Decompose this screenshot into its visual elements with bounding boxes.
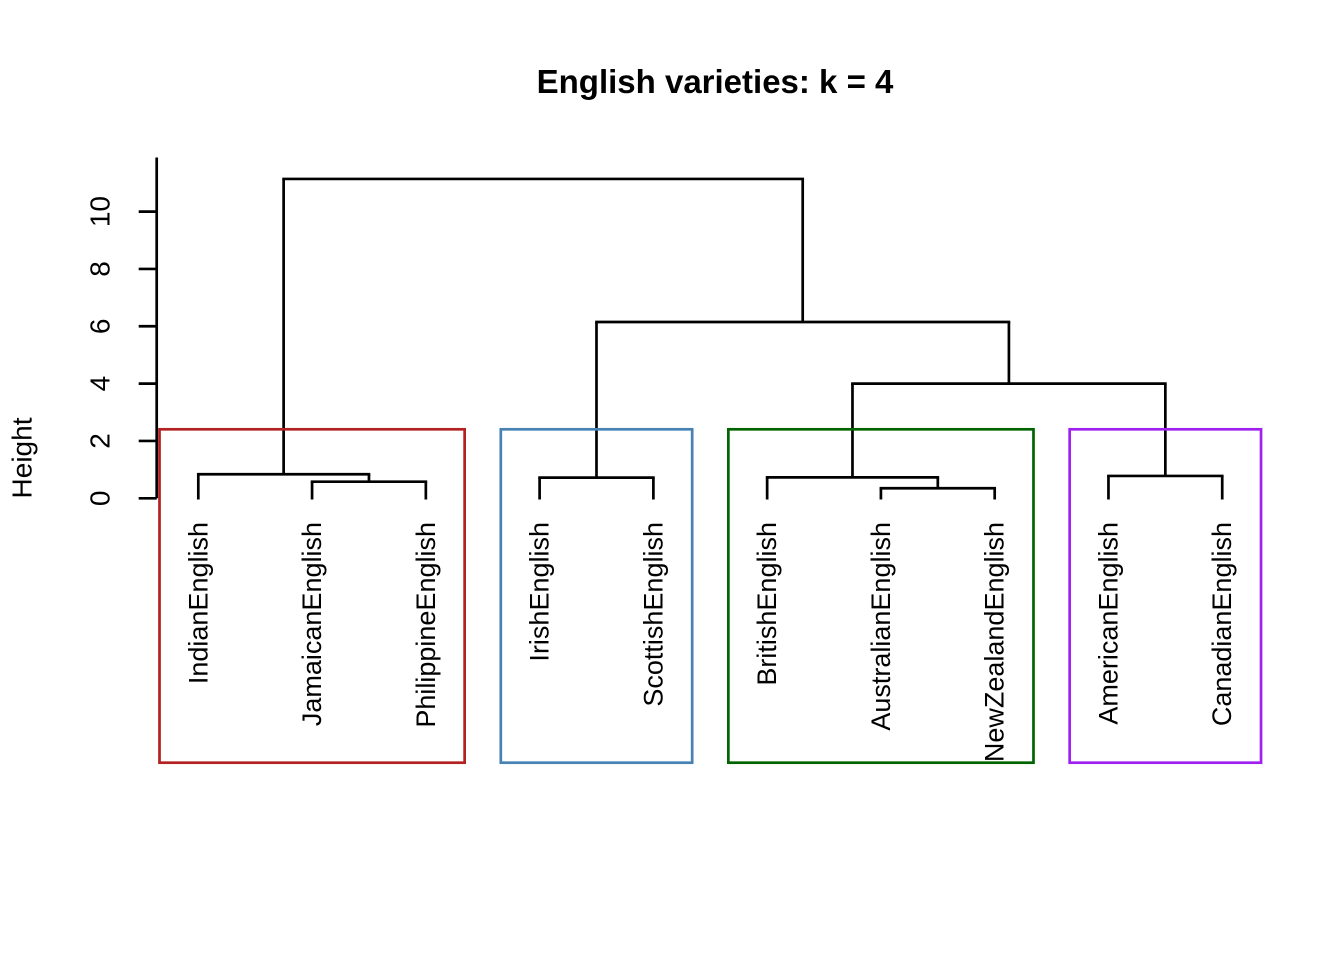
leaf-label: PhilippineEnglish: [411, 522, 441, 728]
leaf-label: AustralianEnglish: [866, 522, 896, 731]
leaf-label: IndianEnglish: [183, 522, 213, 684]
chart-title: English varieties: k = 4: [537, 63, 894, 100]
leaf-label: ScottishEnglish: [638, 522, 668, 707]
y-tick-label: 8: [85, 261, 116, 277]
leaf-label: BritishEnglish: [752, 522, 782, 686]
leaf-label: CanadianEnglish: [1207, 522, 1237, 726]
y-tick-label: 4: [85, 376, 116, 392]
leaf-label: JamaicanEnglish: [297, 522, 327, 726]
y-tick-label: 6: [85, 318, 116, 334]
y-tick-label: 0: [85, 491, 116, 507]
leaf-label: NewZealandEnglish: [980, 522, 1010, 762]
leaf-label: AmericanEnglish: [1093, 522, 1123, 725]
cluster-box-cluster-3: [726, 427, 1035, 765]
cluster-box-cluster-4: [1068, 427, 1263, 765]
y-tick-label: 10: [85, 196, 116, 227]
cluster-box-cluster-1: [158, 427, 466, 765]
cluster-box-cluster-2: [499, 427, 694, 765]
y-tick-label: 2: [85, 433, 116, 449]
leaf-label: IrishEnglish: [525, 522, 555, 662]
y-axis-label: Height: [7, 417, 38, 498]
